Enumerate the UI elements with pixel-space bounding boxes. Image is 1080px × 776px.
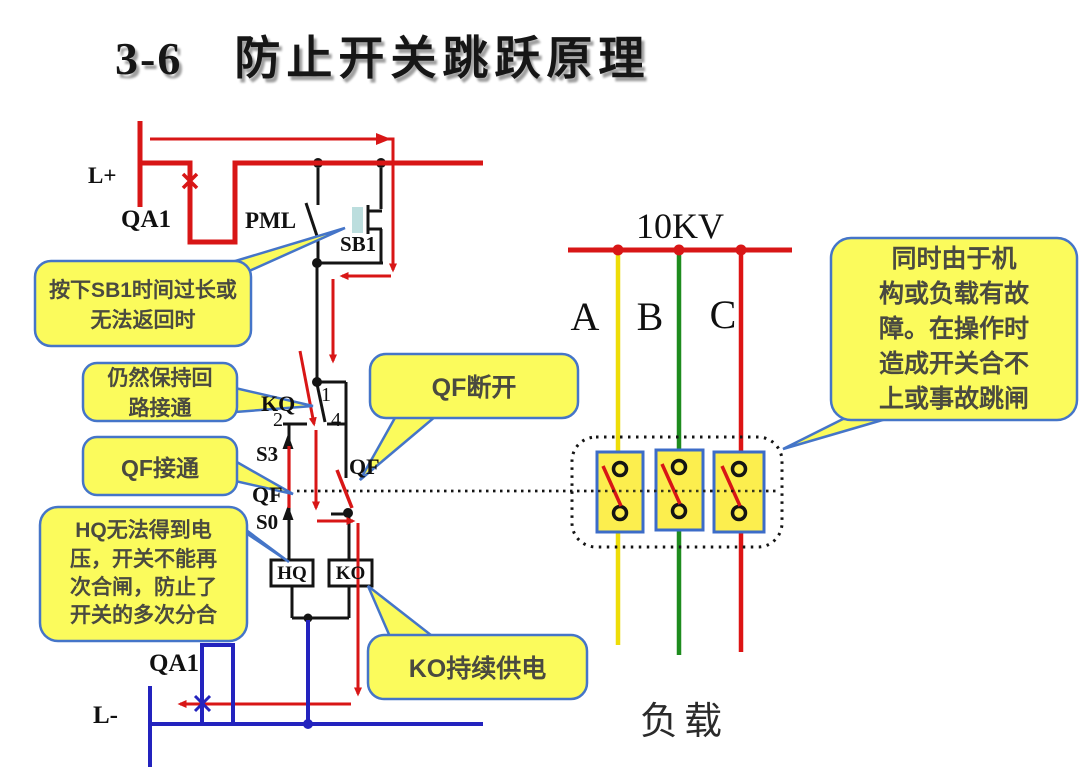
callout-qf-on: QF接通 (121, 455, 199, 481)
label-qf-left: QF (252, 482, 283, 507)
s0-contact-mark (282, 505, 294, 520)
pole-open-blades (601, 463, 742, 507)
callout-keep-circuit: 仍然保持回 路接通 (107, 367, 213, 420)
current-flow-arrows (150, 133, 397, 708)
s3-contact-mark (282, 434, 294, 449)
pole-terminals (611, 458, 748, 522)
callout-hq-no-voltage: HQ无法得到电 压，开关不能再 次合闸，防止了 开关的多次分合 (70, 519, 217, 628)
label-load: 负载 (640, 701, 729, 743)
label-terminal-1: 1 (321, 384, 331, 406)
callout-qf-off: QF断开 (431, 374, 517, 402)
label-terminal-4: 4 (331, 409, 341, 431)
qa1-pulse (200, 643, 235, 724)
qa1-open-x (181, 172, 199, 190)
label-10kv: 10KV (636, 206, 724, 246)
slide-title-number: 3-6 (115, 33, 183, 84)
label-l-minus: L- (93, 702, 118, 729)
label-qf-mid: QF (349, 454, 380, 479)
label-qa1-top: QA1 (121, 206, 171, 233)
label-l-plus: L+ (88, 163, 117, 188)
callout-mechanism-fault: 同时由于机 构或负载有故 障。在操作时 造成开关合不 上或事故跳闸 (878, 244, 1029, 413)
callout-box-ko (366, 633, 589, 701)
label-s0: S0 (256, 510, 279, 534)
breaker-poles (595, 448, 766, 534)
label-phase-a: A (570, 294, 600, 339)
label-ko: KO (335, 562, 366, 584)
callout-box-mechanism (829, 236, 1079, 422)
label-qa1-bottom: QA1 (149, 650, 199, 677)
label-pml: PML (245, 208, 297, 233)
label-hq: HQ (277, 562, 307, 584)
qa1-bottom-open-x (193, 694, 212, 713)
callout-tail-mechanism (782, 417, 887, 451)
callout-box-keep-circuit (81, 361, 239, 423)
control-wiring (269, 158, 386, 623)
sb1-highlight (352, 207, 363, 233)
label-s3: S3 (256, 442, 279, 466)
slide-title-text: 防止开关跳跃原理 (234, 32, 651, 84)
label-terminal-2: 2 (273, 409, 283, 431)
red-wiring (137, 121, 792, 708)
qf-open-blade (335, 469, 354, 509)
callout-box-press-sb1 (33, 259, 253, 348)
bus-taps (612, 244, 747, 256)
kq-contact-blade (315, 383, 327, 423)
label-sb1: SB1 (340, 232, 377, 256)
callout-box-qf-off (368, 352, 580, 420)
slide-title: 3-6 防止开关跳跃原理 (115, 22, 650, 88)
callout-press-sb1: 按下SB1时间过长或 无法返回时 (49, 278, 237, 332)
label-phase-b: B (636, 294, 664, 339)
callout-box-hq (38, 505, 249, 643)
callout-ko-supply: KO持续供电 (408, 655, 547, 683)
pml-contact-blade (304, 202, 320, 240)
label-phase-c: C (709, 292, 737, 337)
label-kq: KQ (261, 391, 296, 416)
positive-bus (140, 160, 483, 245)
callout-shapes (33, 226, 1079, 701)
callout-tail-ko (366, 585, 440, 641)
blue-wiring (148, 620, 483, 767)
callout-box-qf-on (81, 435, 239, 497)
